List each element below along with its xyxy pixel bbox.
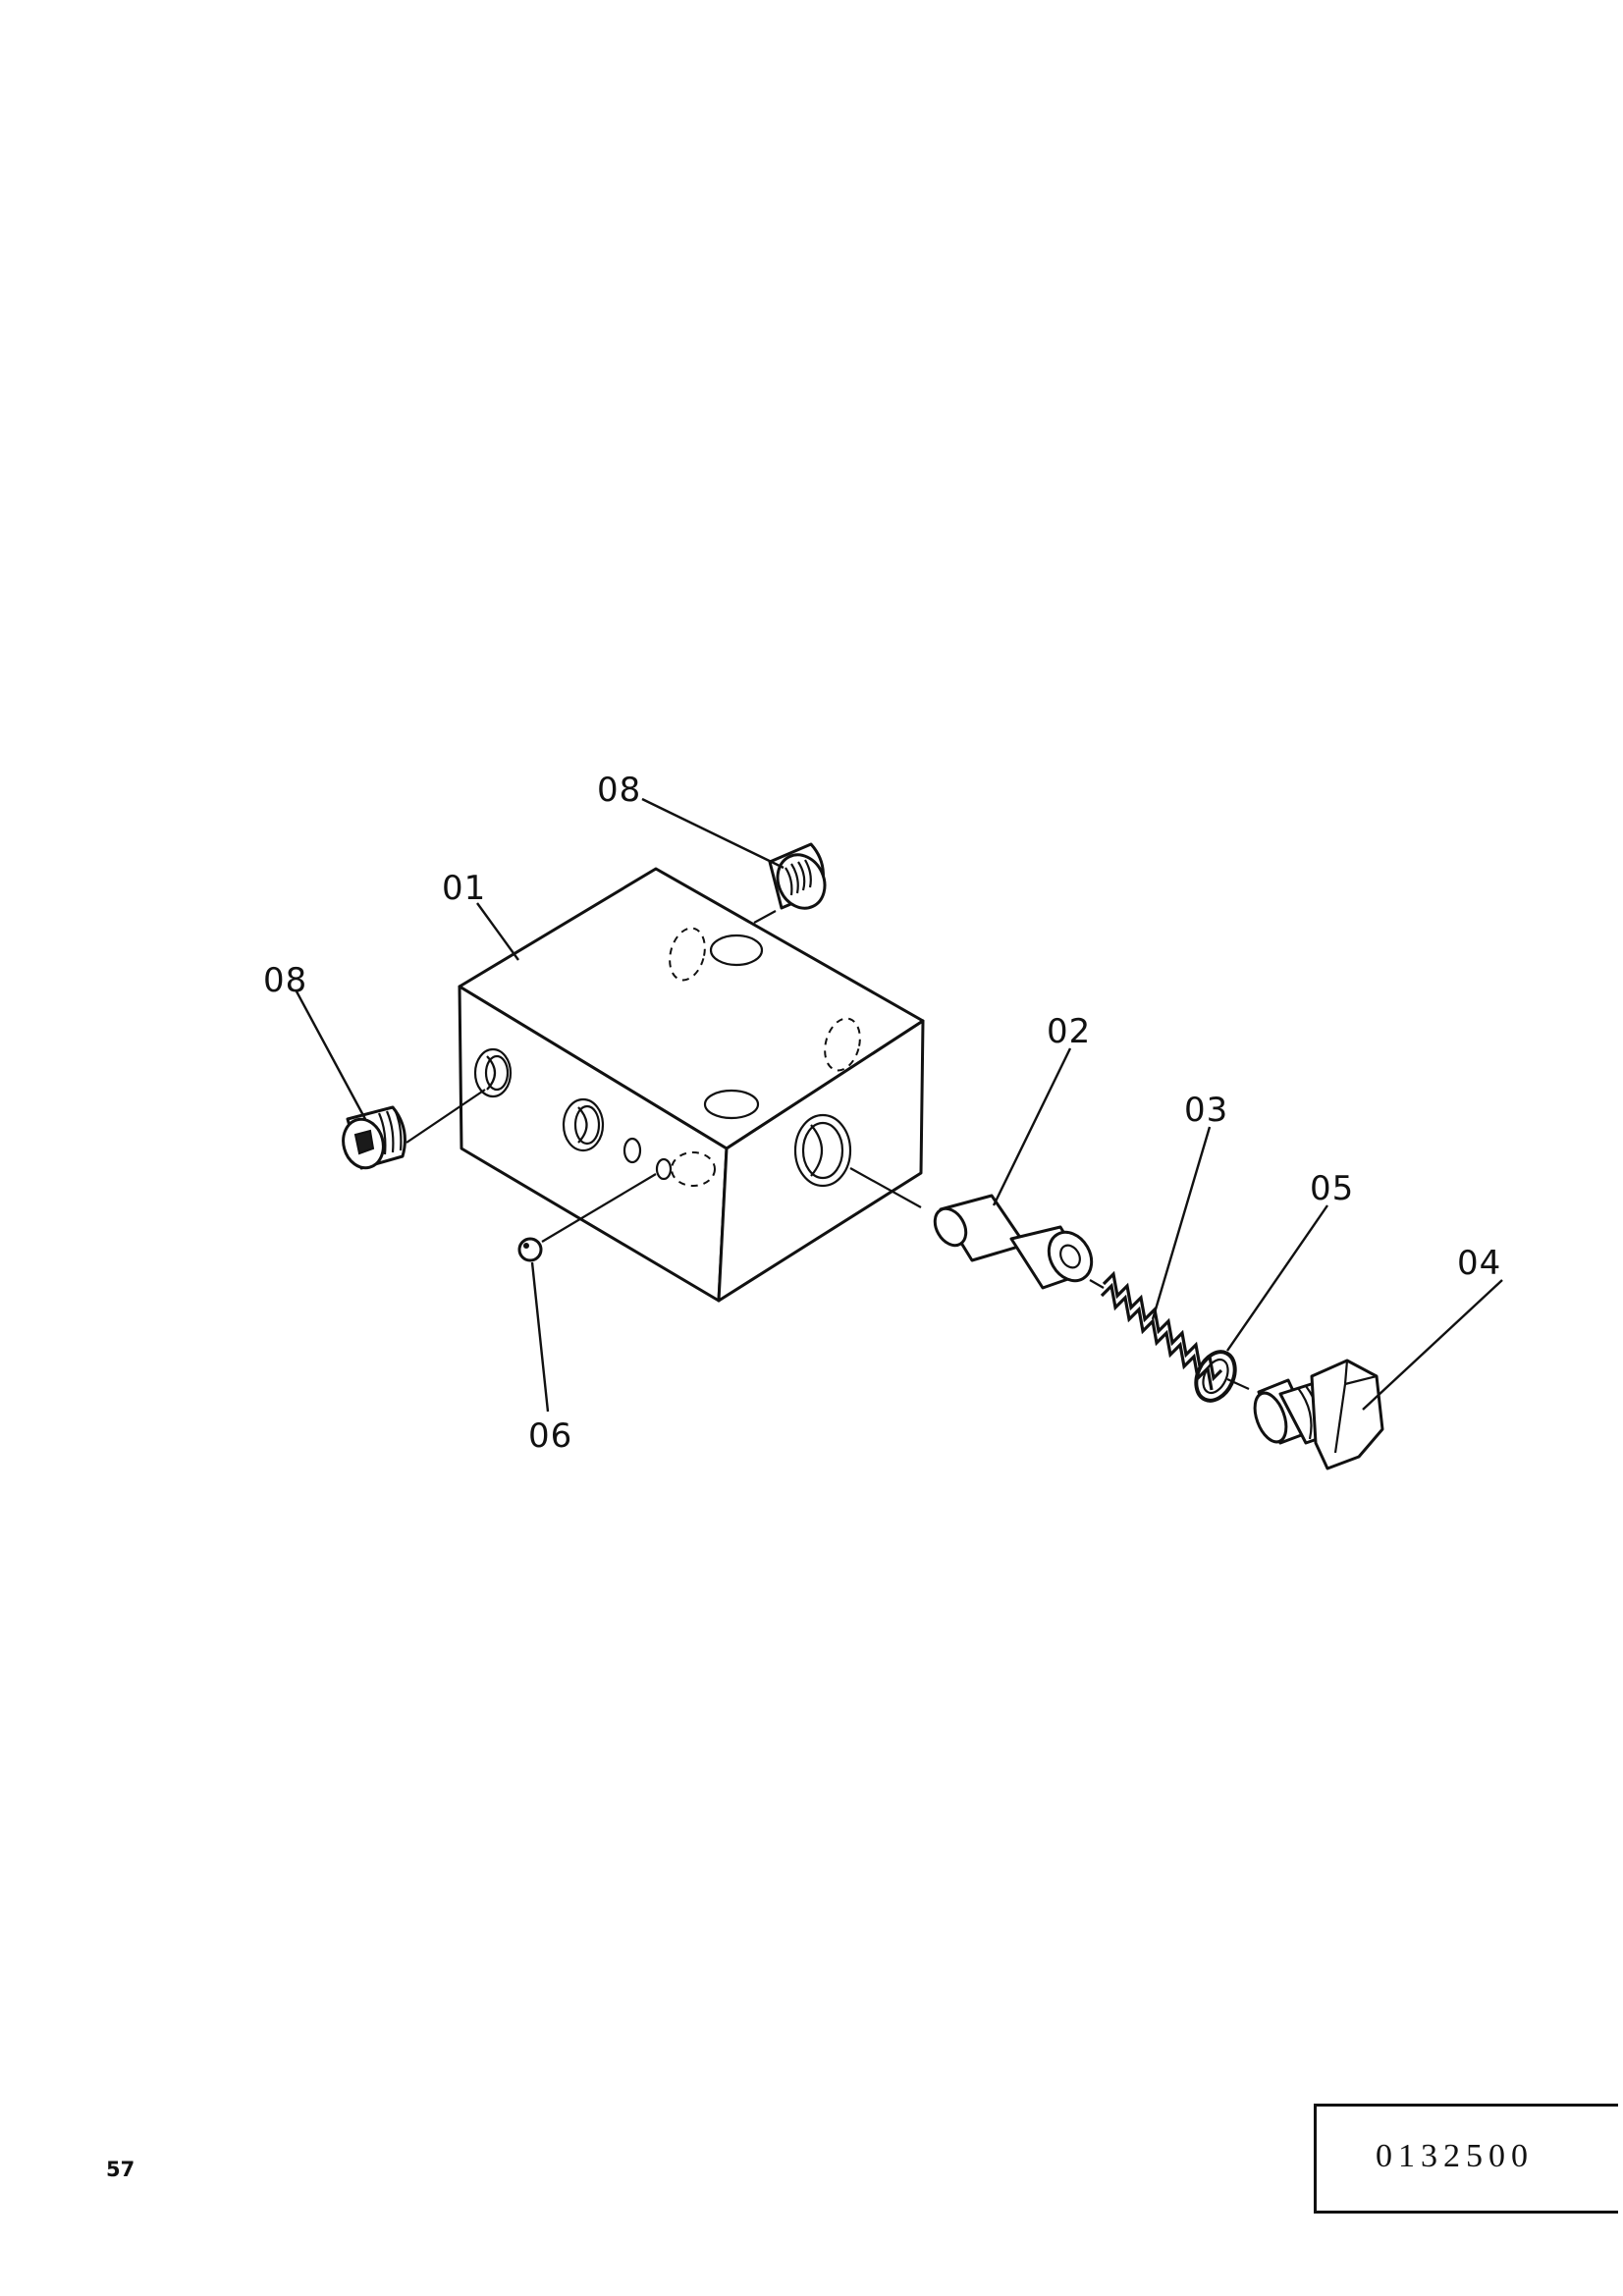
poppet bbox=[849, 1167, 1094, 1290]
label-06: 06 bbox=[528, 1416, 572, 1456]
page-number: 57 bbox=[106, 2158, 135, 2181]
label-05: 05 bbox=[1310, 1169, 1354, 1208]
plug-top bbox=[753, 842, 827, 924]
label-08-left: 08 bbox=[263, 961, 307, 1000]
drawing-code: 0132500 bbox=[1376, 2138, 1534, 2174]
ball bbox=[517, 1173, 657, 1262]
leader-lines bbox=[295, 797, 1503, 1413]
o-ring bbox=[1194, 1350, 1250, 1403]
drawing-code-box: 0132500 bbox=[1314, 2104, 1618, 2214]
label-02: 02 bbox=[1047, 1012, 1091, 1051]
valve-block bbox=[458, 867, 925, 1303]
label-08-top: 08 bbox=[597, 771, 641, 810]
label-01: 01 bbox=[442, 869, 486, 908]
spring bbox=[1089, 1270, 1223, 1391]
hex-plug bbox=[1253, 1359, 1384, 1470]
label-03: 03 bbox=[1184, 1091, 1228, 1130]
label-04: 04 bbox=[1457, 1244, 1501, 1283]
plug-left bbox=[342, 1089, 486, 1170]
